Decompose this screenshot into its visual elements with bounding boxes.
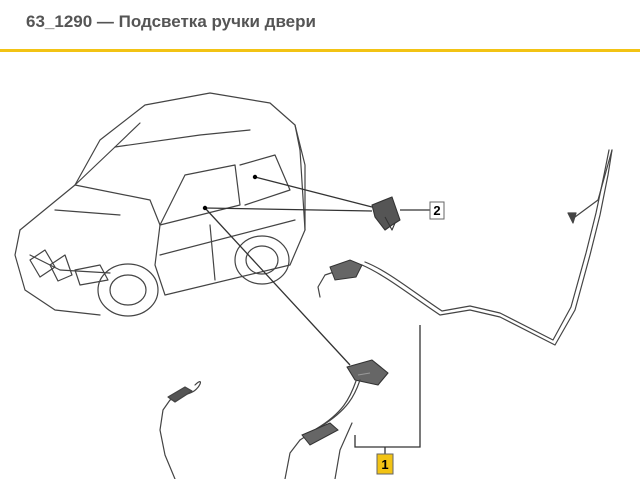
led-module-part-1 bbox=[346, 359, 389, 386]
callout-2-label: 2 bbox=[433, 203, 440, 218]
car-illustration bbox=[14, 92, 306, 317]
callout-1[interactable]: 1 bbox=[376, 453, 394, 475]
page-title: 63_1290 — Подсветка ручки двери bbox=[26, 12, 316, 31]
door-handle-light-part-2 bbox=[371, 196, 401, 231]
leader-dots bbox=[202, 174, 258, 211]
upper-connector bbox=[329, 259, 363, 281]
header-bar: 63_1290 — Подсветка ручки двери bbox=[0, 0, 640, 52]
upper-wiring-harness bbox=[317, 149, 613, 346]
exploded-parts-diagram: 2 1 bbox=[0, 55, 640, 479]
callout-2[interactable]: 2 bbox=[429, 201, 445, 220]
left-wiring-harness bbox=[159, 381, 202, 479]
callout-1-label: 1 bbox=[381, 457, 388, 472]
lower-connector bbox=[301, 422, 339, 446]
leader-lines bbox=[204, 176, 430, 454]
